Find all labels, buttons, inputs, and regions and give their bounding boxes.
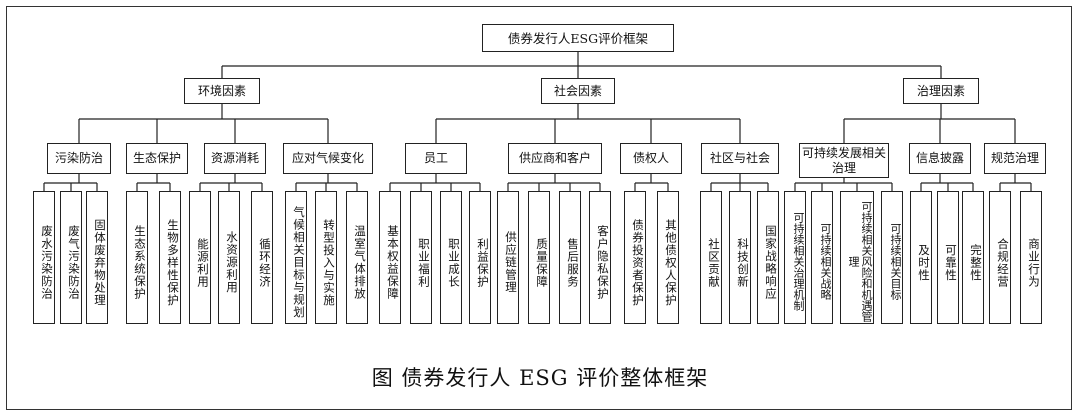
category-disclosure: 信息披露: [909, 143, 971, 174]
item-ghg: 温室气体排放: [346, 191, 368, 324]
item-basic-rights: 基本权益保障: [379, 191, 401, 324]
pillar-governance: 治理因素: [903, 78, 979, 104]
item-welfare: 职业福利: [410, 191, 432, 324]
item-interests: 利益保护: [469, 191, 491, 324]
item-other-creditors: 其他债权人保护: [657, 191, 679, 324]
item-wastewater: 废水污染防治: [33, 191, 55, 324]
category-community: 社区与社会: [701, 143, 779, 174]
item-investor-protection: 债券投资者保护: [624, 191, 646, 324]
root-node: 债券发行人ESG评价框架: [482, 24, 674, 52]
item-governance-mechanism: 可持续相关治理机制: [784, 191, 806, 324]
item-solidwaste: 固体废弃物处理: [86, 191, 108, 324]
item-timeliness: 及时性: [910, 191, 932, 324]
item-sustainable-target: 可持续相关目标: [881, 191, 903, 324]
item-sustainable-strategy: 可持续相关战略: [811, 191, 833, 324]
item-circular: 循环经济: [251, 191, 273, 324]
item-risk-opportunity: 可持续相关风险和机遇管理: [840, 191, 874, 324]
item-business-conduct: 商业行为: [1020, 191, 1042, 324]
item-energy: 能源利用: [189, 191, 211, 324]
item-biodiversity: 生物多样性保护: [159, 191, 181, 324]
pillar-environment: 环境因素: [184, 78, 260, 104]
category-sustainable-governance: 可持续发展相关治理: [799, 143, 889, 178]
category-climate: 应对气候变化: [283, 143, 373, 174]
item-quality: 质量保障: [528, 191, 550, 324]
pillar-social: 社会因素: [541, 78, 615, 104]
item-ecosystem: 生态系统保护: [126, 191, 148, 324]
item-completeness: 完整性: [962, 191, 984, 324]
item-growth: 职业成长: [440, 191, 462, 324]
item-privacy: 客户隐私保护: [589, 191, 611, 324]
item-compliance: 合规经营: [989, 191, 1011, 324]
category-employee: 员工: [405, 143, 467, 174]
category-supply: 供应商和客户: [508, 143, 602, 174]
item-reliability: 可靠性: [937, 191, 959, 324]
item-community-contribution: 社区贡献: [700, 191, 722, 324]
item-climate-goal: 气候相关目标与规划: [285, 191, 307, 324]
figure-frame: [6, 6, 1072, 410]
item-transition: 转型投入与实施: [315, 191, 337, 324]
item-supply-chain: 供应链管理: [497, 191, 519, 324]
item-aftersales: 售后服务: [559, 191, 581, 324]
category-regulate: 规范治理: [984, 143, 1046, 174]
category-ecology: 生态保护: [126, 143, 188, 174]
category-creditor: 债权人: [620, 143, 682, 174]
item-water: 水资源利用: [218, 191, 240, 324]
figure-caption: 图 债券发行人 ESG 评价整体框架: [371, 366, 709, 390]
category-resource: 资源消耗: [204, 143, 266, 174]
item-national-strategy: 国家战略响应: [757, 191, 779, 324]
item-wastegas: 废气污染防治: [60, 191, 82, 324]
item-innovation: 科技创新: [729, 191, 751, 324]
category-pollution: 污染防治: [47, 143, 111, 174]
